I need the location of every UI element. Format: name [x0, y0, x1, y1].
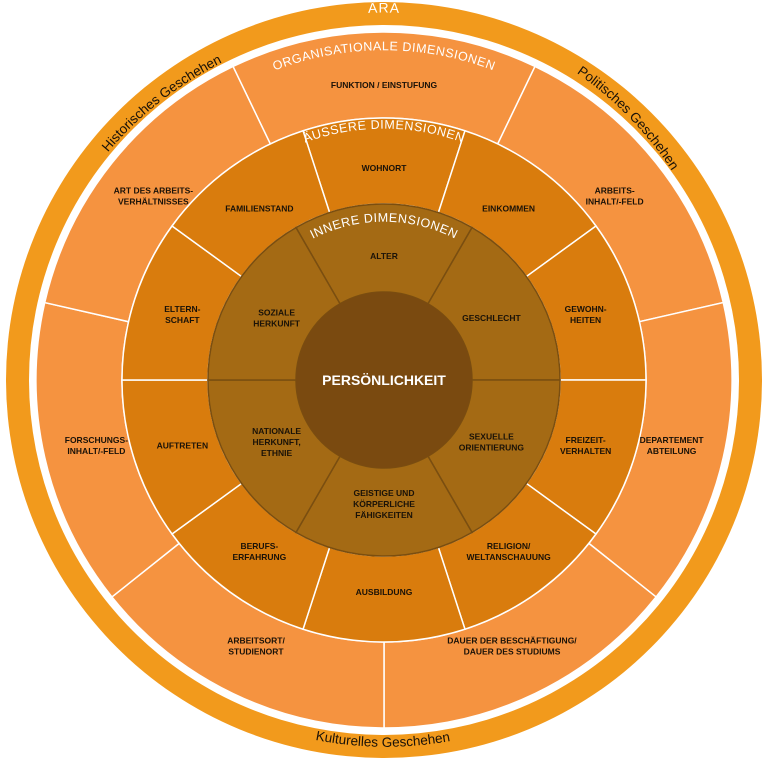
segment-label-line: VERHÄLTNISSES: [118, 197, 189, 207]
segment-label-line: VERHALTEN: [560, 446, 611, 456]
segment-label-line: BERUFS-: [240, 541, 278, 551]
outer-segment-label-1: WOHNORT: [362, 163, 408, 173]
segment-label-line: FUNKTION / EINSTUFUNG: [331, 80, 438, 90]
org-segment-label-1: FUNKTION / EINSTUFUNG: [331, 80, 438, 90]
org-segment-label-5: ARBEITSORT/STUDIENORT: [227, 635, 285, 656]
segment-label-line: RELIGION/: [487, 541, 531, 551]
core-label: PERSÖNLICHKEIT: [322, 372, 446, 388]
outer-segment-label-2: EINKOMMEN: [482, 203, 535, 213]
org-segment-label-2: ARBEITS-INHALT/-FELD: [586, 186, 644, 207]
segment-label-line: AUSBILDUNG: [356, 587, 413, 597]
segment-label-line: GEISTIGE UND: [354, 488, 415, 498]
segment-label-line: ARBEITS-: [595, 186, 635, 196]
segment-label-line: HERKUNFT: [253, 319, 301, 329]
segment-label-line: ELTERN-: [164, 304, 200, 314]
segment-label-line: GESCHLECHT: [462, 313, 521, 323]
segment-label-line: DAUER DES STUDIUMS: [464, 646, 561, 656]
segment-label-line: HEITEN: [570, 315, 601, 325]
org-segment-label-7: ART DES ARBEITS-VERHÄLTNISSES: [114, 186, 194, 207]
segment-label-line: FAMILIENSTAND: [225, 203, 293, 213]
outer-segment-label-7: BERUFS-ERFAHRUNG: [232, 541, 286, 562]
segment-label-line: ABTEILUNG: [647, 446, 697, 456]
outer-segment-label-10: FAMILIENSTAND: [225, 203, 293, 213]
outer-segment-label-4: FREIZEIT-VERHALTEN: [560, 435, 611, 456]
outer-segment-label-9: ELTERN-SCHAFT: [164, 304, 200, 325]
segment-label-line: GEWOHN-: [565, 304, 607, 314]
org-segment-label-4: DAUER DER BESCHÄFTIGUNG/DAUER DES STUDIU…: [447, 635, 577, 656]
segment-label-line: SCHAFT: [165, 315, 200, 325]
org-segment-label-6: FORSCHUNGS-INHALT/-FELD: [65, 435, 128, 456]
inner-segment-label-1: ALTER: [370, 251, 398, 261]
segment-label-line: ALTER: [370, 251, 398, 261]
segment-label-line: WOHNORT: [362, 163, 408, 173]
segment-labels: FUNKTION / EINSTUFUNGARBEITS-INHALT/-FEL…: [65, 80, 705, 656]
segment-label-line: INHALT/-FELD: [67, 446, 125, 456]
era-title-text: ÄRA: [368, 0, 400, 16]
segment-label-line: KÖRPERLICHE: [353, 499, 415, 509]
era-bottom-text: Kulturelles Geschehen: [315, 728, 451, 750]
era-title: ÄRA: [368, 0, 401, 16]
segment-label-line: FÄHIGKEITEN: [355, 510, 413, 520]
outer-segment-label-5: RELIGION/WELTANSCHAUUNG: [467, 541, 552, 562]
outer-segment-label-8: AUFTRETEN: [157, 441, 208, 451]
segment-label-line: ARBEITSORT/: [227, 635, 285, 645]
segment-label-line: ETHNIE: [261, 448, 293, 458]
segment-label-line: WELTANSCHAUUNG: [467, 552, 552, 562]
segment-label-line: AUFTRETEN: [157, 441, 208, 451]
inner-dimensions-ring: [207, 203, 561, 557]
segment-label-line: DEPARTEMENT: [640, 435, 705, 445]
segment-label-line: STUDIENORT: [228, 646, 284, 656]
outer-segment-label-3: GEWOHN-HEITEN: [565, 304, 607, 325]
segment-label-line: EINKOMMEN: [482, 203, 535, 213]
segment-label-line: ERFAHRUNG: [232, 552, 286, 562]
inner-segment-label-2: GESCHLECHT: [462, 313, 521, 323]
segment-label-line: ORIENTIERUNG: [459, 443, 525, 453]
segment-label-line: NATIONALE: [252, 426, 301, 436]
segment-label-line: FORSCHUNGS-: [65, 435, 128, 445]
segment-label-line: ART DES ARBEITS-: [114, 186, 194, 196]
segment-label-line: HERKUNFT,: [253, 437, 301, 447]
segment-label-line: SOZIALE: [258, 308, 295, 318]
segment-label-line: DAUER DER BESCHÄFTIGUNG/: [447, 635, 577, 645]
segment-label-line: INHALT/-FELD: [586, 197, 644, 207]
organisational-dimensions-ring: [35, 31, 733, 729]
segment-label-line: FREIZEIT-: [566, 435, 606, 445]
era-bottom-label: Kulturelles Geschehen: [315, 728, 451, 750]
personality-core: [296, 292, 472, 468]
outer-segment-label-6: AUSBILDUNG: [356, 587, 413, 597]
segment-label-line: SEXUELLE: [469, 432, 514, 442]
